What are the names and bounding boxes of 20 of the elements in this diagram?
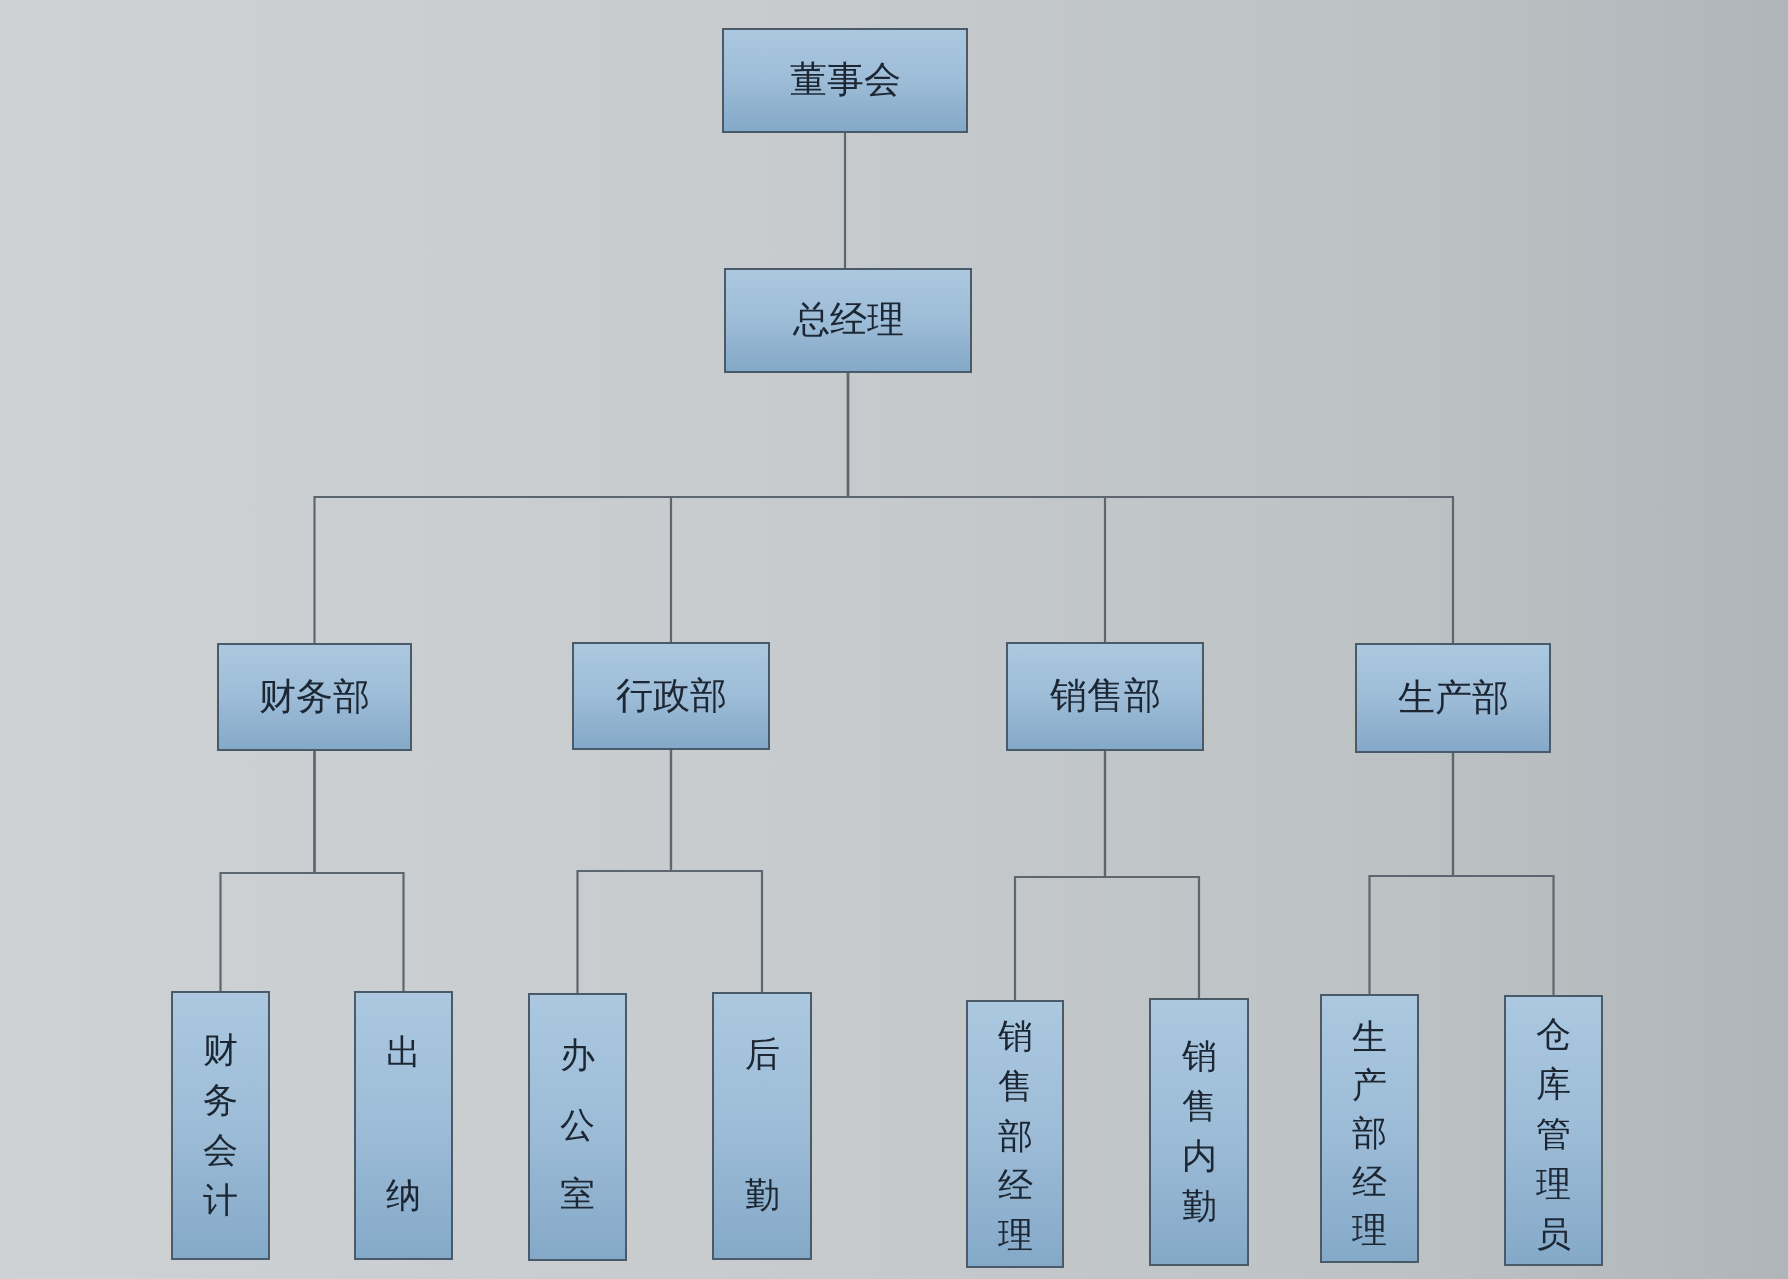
org-box: 生产部经理 [1320, 994, 1419, 1263]
connector-line [313, 751, 405, 991]
connector-line [669, 750, 764, 992]
connector-line [846, 373, 1455, 643]
org-box: 行政部 [572, 642, 770, 750]
org-box: 财务会计 [171, 991, 270, 1260]
org-box: 总经理 [724, 268, 972, 373]
org-box: 财务部 [217, 643, 412, 751]
org-box: 销售内勤 [1149, 998, 1249, 1266]
org-box: 出纳 [354, 991, 453, 1260]
org-box: 销售部经理 [966, 1000, 1064, 1268]
connector-line [1451, 753, 1555, 995]
org-box: 董事会 [722, 28, 968, 133]
org-box: 销售部 [1006, 642, 1204, 751]
org-box: 后勤 [712, 992, 812, 1260]
connector-line [1103, 751, 1201, 998]
org-box: 仓库管理员 [1504, 995, 1603, 1266]
connector-line [843, 133, 847, 268]
org-box: 生产部 [1355, 643, 1551, 753]
org-box: 办公室 [528, 993, 627, 1261]
